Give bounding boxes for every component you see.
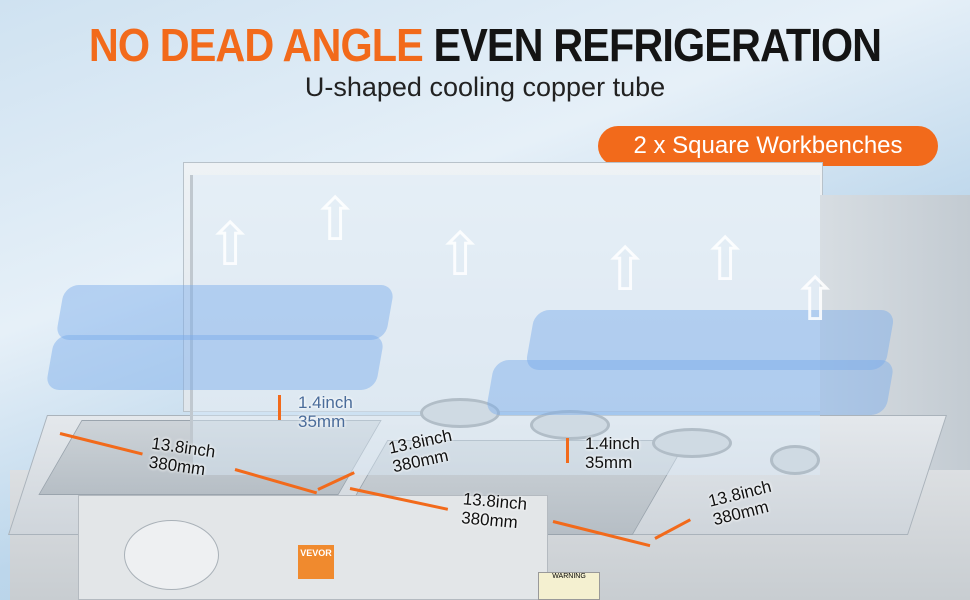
subtitle: U-shaped cooling copper tube: [304, 72, 666, 102]
airflow-arrow-icon: ⇧: [600, 236, 651, 303]
pan-lid: [652, 428, 732, 458]
warning-label: WARNING: [538, 572, 600, 600]
pan-lid: [420, 398, 500, 428]
pan-lid: [770, 445, 820, 475]
airflow-arrow-icon: ⇧: [205, 211, 256, 278]
depth-marker: [566, 438, 569, 463]
depth-marker: [278, 395, 281, 420]
temperature-controller[interactable]: [124, 520, 219, 590]
cold-layer: [55, 285, 395, 340]
workbench-badge: 2 x Square Workbenches: [598, 126, 938, 166]
cold-layer: [485, 360, 895, 415]
brand-label: VEVOR: [298, 545, 334, 579]
airflow-arrow-icon: ⇧: [310, 186, 361, 253]
pan-lid: [530, 410, 610, 440]
sneeze-guard-top: [183, 162, 823, 412]
airflow-arrow-icon: ⇧: [435, 221, 486, 288]
airflow-arrow-icon: ⇧: [700, 226, 751, 293]
headline: NO DEAD ANGLE EVEN REFRIGERATION: [88, 19, 882, 71]
cold-layer: [45, 335, 385, 390]
glass-guard: [190, 175, 820, 475]
airflow-arrow-icon: ⇧: [790, 266, 841, 333]
